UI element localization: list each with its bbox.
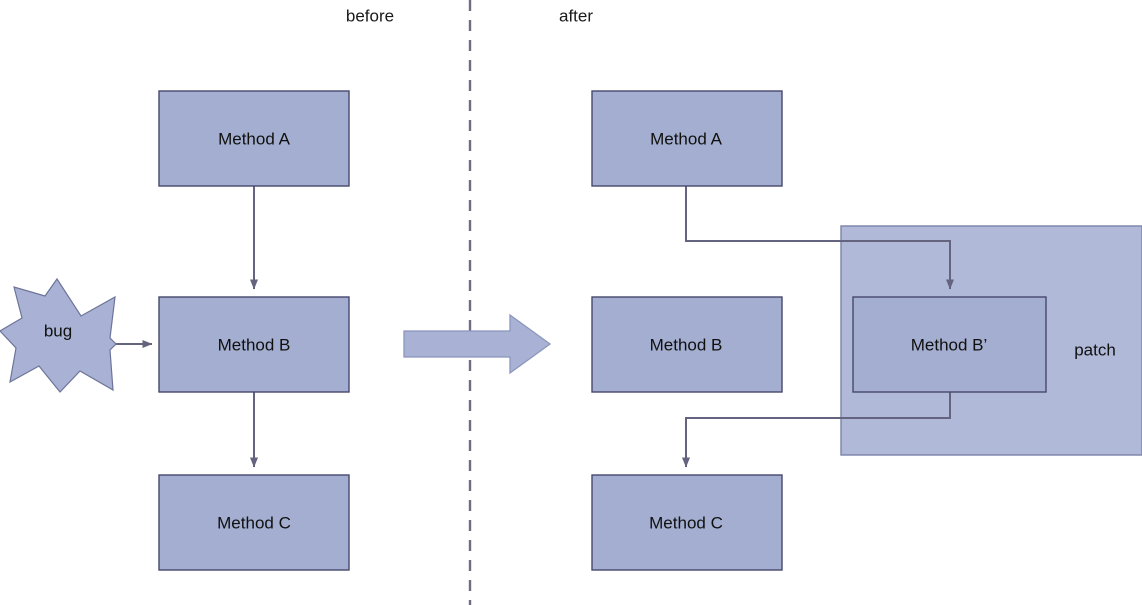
node-label-method-b: Method B (217, 335, 291, 355)
node-label-method-b-prime: Method B’ (910, 335, 988, 355)
node-label-method-c-after: Method C (649, 513, 723, 533)
bug-label: bug (43, 321, 73, 341)
edge-method-b-prime-to-method-c-after (682, 392, 951, 468)
node-label-method-a-after: Method A (650, 129, 722, 149)
before-edges (112, 186, 258, 468)
node-method-c-after[interactable] (591, 474, 783, 571)
node-label-method-b-after: Method B (649, 335, 723, 355)
node-label-method-c: Method C (217, 513, 291, 533)
section-title-after: after (558, 6, 594, 26)
node-method-c[interactable] (158, 474, 350, 571)
node-method-b-after[interactable] (591, 296, 783, 393)
edge-method-a-after-to-method-b-prime (685, 186, 954, 290)
transition-block-arrow (403, 313, 552, 375)
node-label-method-a: Method A (218, 129, 290, 149)
node-method-a-after[interactable] (591, 90, 783, 187)
node-method-b-prime[interactable] (852, 296, 1047, 393)
before-nodes (158, 90, 350, 571)
after-nodes (591, 90, 1047, 571)
node-method-b[interactable] (158, 296, 350, 393)
section-title-before: before (345, 6, 395, 26)
node-method-a[interactable] (158, 90, 350, 187)
patch-label: patch (1074, 340, 1116, 360)
after-edges (682, 186, 954, 468)
bug-star-shape[interactable] (0, 277, 117, 393)
